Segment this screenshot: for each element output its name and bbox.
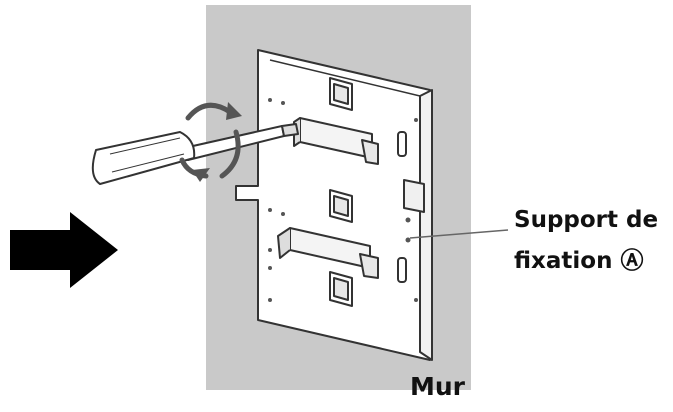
right-arrow-icon (10, 212, 118, 288)
label-leader-line (409, 229, 509, 239)
screw-holes (268, 98, 418, 302)
bracket-label-line1: Support de (514, 207, 659, 233)
mounting-bracket (235, 49, 433, 361)
bracket-label-line2: fixation Ⓐ (514, 248, 644, 274)
wall-label: Mur (410, 372, 466, 401)
screwdriver-icon (91, 123, 299, 185)
rotation-arrowheads (192, 102, 242, 182)
